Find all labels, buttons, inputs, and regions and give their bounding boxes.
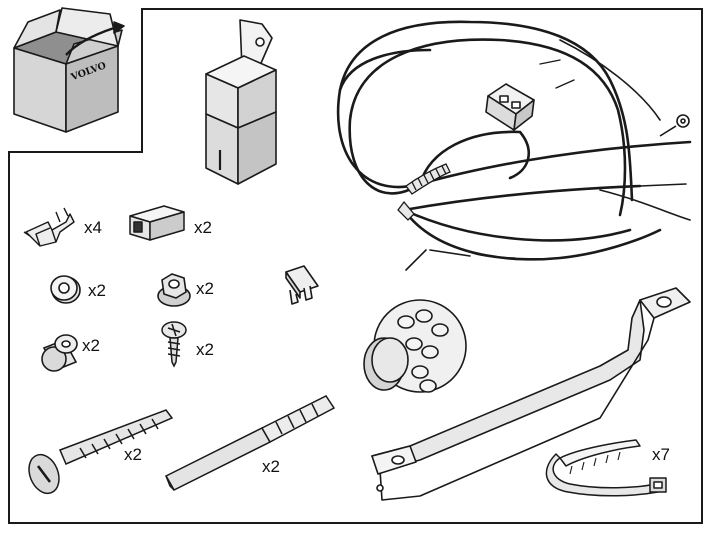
ring-terminal (659, 114, 690, 137)
frame (8, 8, 703, 524)
mounting-bracket (371, 287, 691, 501)
qty-label-spacer: x2 (82, 336, 100, 355)
cable-tie (545, 439, 667, 497)
qty-label-flange-nut: x2 (196, 279, 214, 298)
crimp-terminal (23, 207, 75, 247)
relay (205, 19, 277, 185)
flange-nut (157, 273, 191, 307)
connector-plug (129, 205, 185, 241)
harness-connector (485, 83, 535, 131)
qty-label-threaded-rod: x2 (262, 457, 280, 476)
threaded-rod (164, 395, 336, 491)
qty-label-bolt: x2 (124, 445, 142, 464)
bolt (28, 409, 174, 495)
qty-label-connector-plug: x2 (194, 218, 212, 237)
trailer-socket (363, 299, 467, 393)
qty-label-cable-tie: x7 (652, 445, 670, 464)
qty-label-washer: x2 (88, 281, 106, 300)
wiring-harness (336, 20, 692, 271)
harness-sheath (397, 163, 451, 221)
screw (161, 321, 187, 368)
packaging-box: VOLVO (13, 7, 125, 133)
washer (50, 275, 81, 304)
spacer (41, 334, 78, 372)
fuse (285, 265, 319, 305)
qty-label-screw: x2 (196, 340, 214, 359)
qty-label-terminal: x4 (84, 218, 102, 237)
